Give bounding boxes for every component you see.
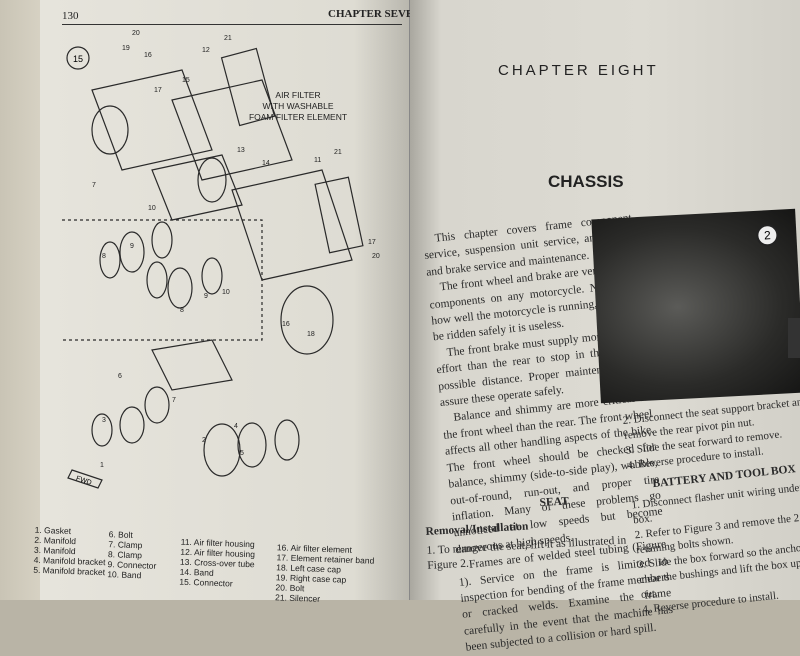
callout: 16 (144, 52, 152, 59)
seat-section: SEAT Removal/Installation 1. To remove t… (424, 490, 647, 573)
callout: 9 (204, 293, 208, 300)
callout: 21 (224, 35, 232, 42)
callout: 11 (314, 157, 321, 164)
callout: 15 (182, 77, 190, 84)
fwd-arrow (67, 469, 103, 489)
callout: 20 (372, 253, 380, 260)
callout: 8 (102, 253, 106, 260)
callout: 6 (118, 373, 122, 380)
legend-column: 11. Air filter housing 12. Air filter ho… (179, 537, 255, 590)
callout: 7 (92, 182, 96, 189)
header-rule (62, 24, 402, 25)
callout: 20 (132, 30, 140, 37)
cross-over-tube (151, 154, 243, 221)
callout: 9 (130, 243, 134, 250)
figure-caption-line: FOAM FILTER ELEMENT (249, 112, 347, 122)
figure-number: 15 (73, 54, 83, 64)
section-title: CHASSIS (548, 172, 624, 191)
callout: 3 (102, 417, 106, 424)
callout: 13 (237, 147, 245, 154)
callout: 5 (240, 450, 244, 457)
figure-caption-line: WITH WASHABLE (263, 101, 334, 111)
callout: 19 (122, 45, 130, 52)
callout: 12 (202, 47, 210, 54)
fwd-label: FWD (75, 475, 92, 487)
callout: 21 (334, 149, 342, 156)
air-filter-housing-left (91, 69, 213, 171)
callout: 10 (148, 205, 156, 212)
callout: 16 (282, 321, 290, 328)
legend-column: 6. Bolt 7. Clamp 8. Clamp 9. Connector 1… (107, 529, 157, 581)
air-filter-housing-right (231, 169, 353, 281)
figure-number-circle (66, 46, 90, 70)
chapter-tab (788, 318, 800, 358)
photo-figure-number: 2 (755, 223, 779, 247)
carburetor (151, 339, 233, 391)
silencer (220, 47, 276, 127)
callout: 14 (262, 160, 270, 167)
legend-item: 10. Band (107, 569, 142, 581)
callout: 7 (172, 397, 176, 404)
callout: 1 (100, 462, 104, 469)
callout: 8 (180, 307, 184, 314)
page-number: 130 (62, 10, 79, 22)
running-head: CHAPTER SEVEN (328, 8, 422, 20)
callout: 2 (202, 437, 206, 444)
figure-caption-line: AIR FILTER (275, 90, 320, 100)
air-filter-housing (171, 79, 293, 181)
left-page (40, 0, 410, 600)
procedure-steps: 2. Disconnect the seat support bracket a… (622, 394, 800, 618)
case-cap (280, 285, 334, 355)
legend-column: 1. Gasket 2. Manifold 3. Manifold 4. Man… (33, 525, 107, 577)
callout: 17 (154, 87, 162, 94)
seat-photo: 2 (591, 208, 800, 404)
callout: 10 (222, 289, 230, 296)
callout: 4 (234, 423, 238, 430)
callout: 18 (307, 331, 315, 338)
filter-element (314, 176, 364, 254)
legend-item: 21. Silencer (274, 592, 321, 604)
chapter-title: CHAPTER EIGHT (498, 62, 659, 79)
callout: 17 (368, 239, 376, 246)
legend-column: 16. Air filter element 17. Element retai… (275, 542, 375, 605)
exploded-diagram: 15 FWD AIR FILTER WITH WASHABLE FOAM FIL… (62, 30, 380, 489)
